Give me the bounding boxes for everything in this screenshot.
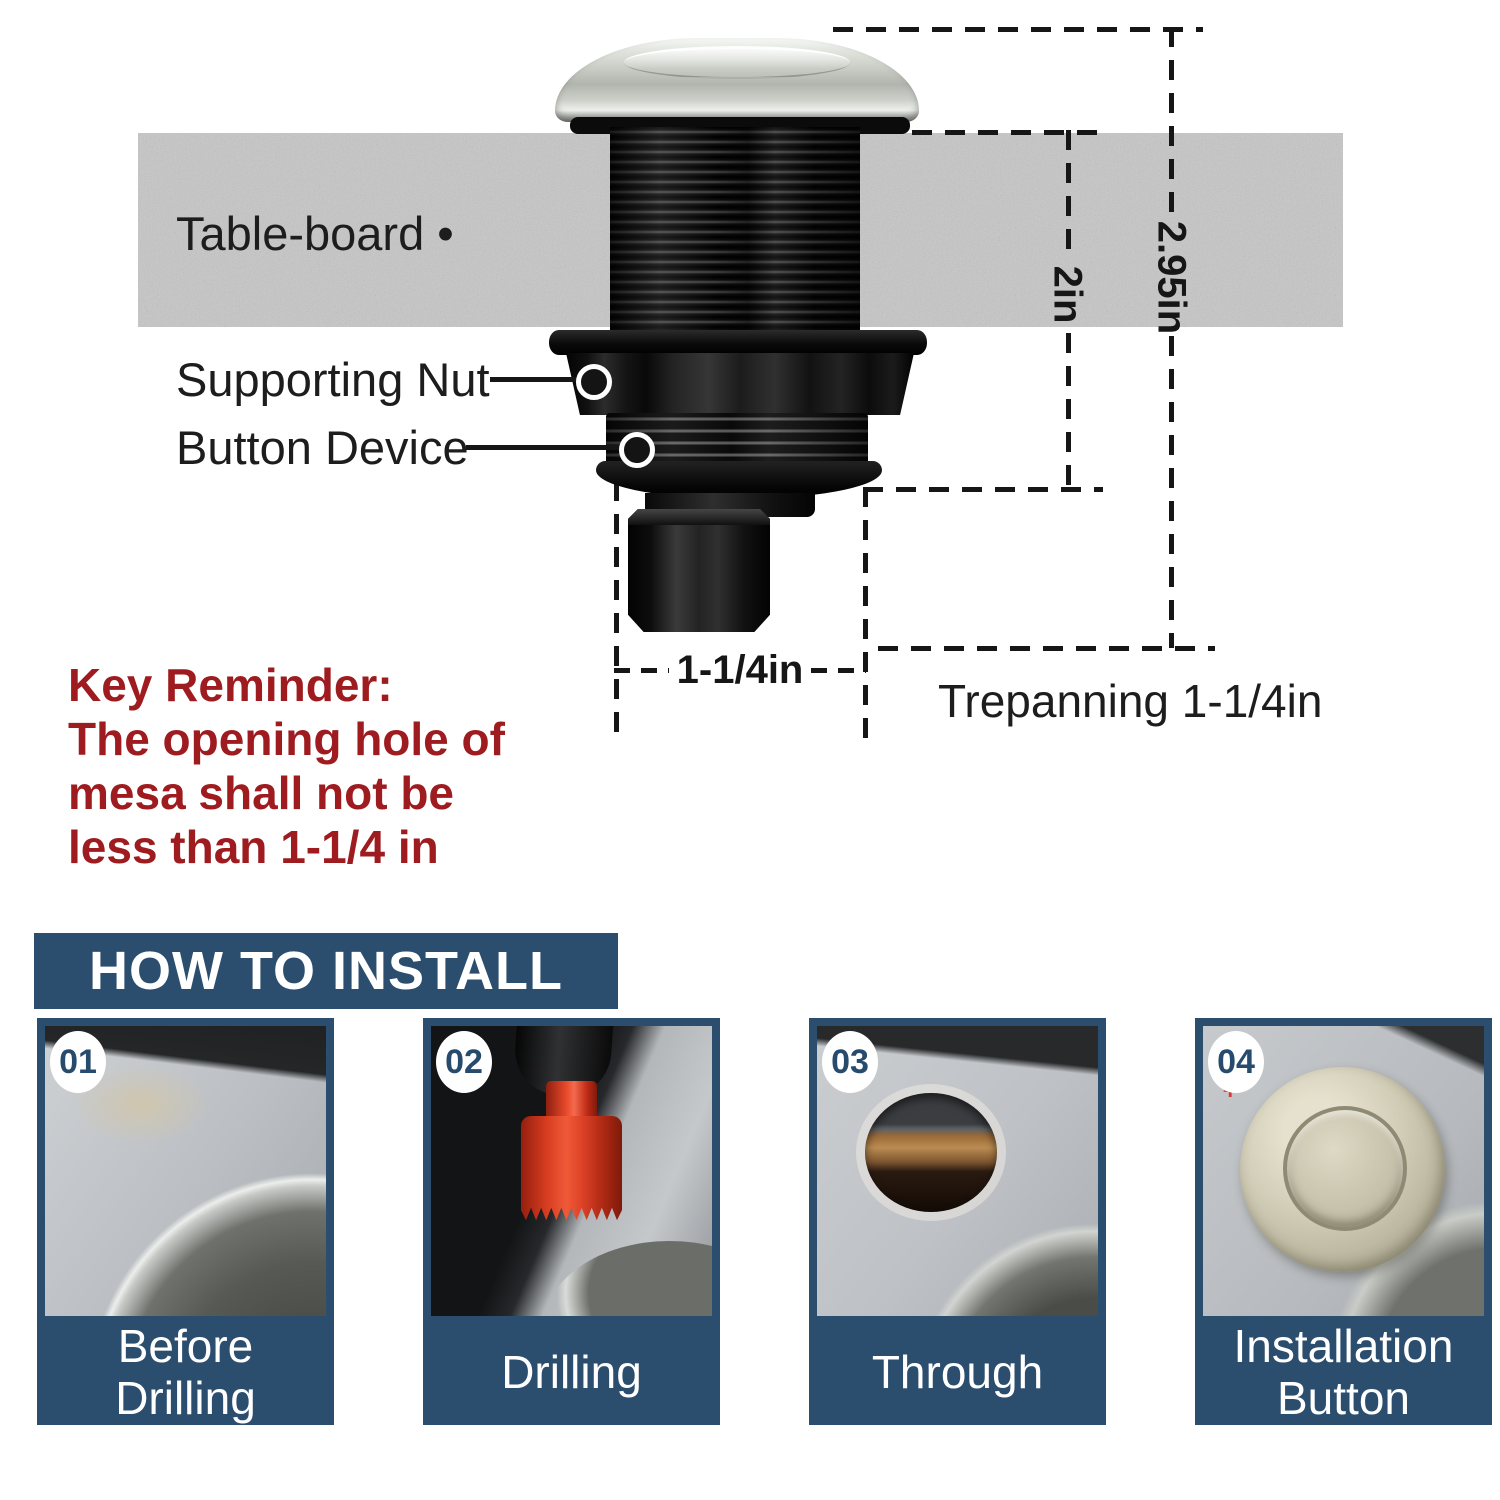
dim-line-295-upper <box>1169 27 1174 217</box>
step-number-badge: 01 <box>50 1031 106 1093</box>
sink-basin-graphic <box>543 1240 712 1316</box>
trepanning-label: Trepanning 1-1/4in <box>938 675 1323 727</box>
dim-line-left-vertical <box>614 481 619 745</box>
step-caption: Installation Button <box>1233 1320 1454 1424</box>
holesaw-cup-graphic <box>520 1115 623 1221</box>
dim-dash-right <box>811 668 866 673</box>
step-photo-before-drilling: 01 <box>45 1026 326 1316</box>
step-number-badge: 02 <box>436 1031 492 1093</box>
supporting-nut-label: Supporting Nut <box>176 353 490 406</box>
nut-flange <box>549 330 927 355</box>
dim-line-295-lower <box>1169 336 1174 648</box>
dim-label-2in: 2in <box>1045 265 1090 324</box>
table-board-label: Table-board • <box>176 207 454 260</box>
installed-button-top <box>1282 1105 1408 1232</box>
installed-button-flange <box>1239 1066 1445 1273</box>
step-card-1: 01 Before Drilling <box>37 1018 334 1425</box>
step-caption: Before Drilling <box>115 1320 256 1424</box>
dim-line-board-top <box>912 130 1103 135</box>
dim-line-right-vertical <box>863 487 868 745</box>
step-photo-through: 03 <box>817 1026 1098 1316</box>
dim-dash-left <box>614 668 669 673</box>
key-reminder-line: The opening hole of <box>68 713 505 765</box>
key-reminder: Key Reminder: The opening hole of mesa s… <box>68 658 505 874</box>
step-number-badge: 03 <box>822 1031 878 1093</box>
step-caption: Drilling <box>501 1346 642 1398</box>
step-photo-installation-button: + 04 <box>1203 1026 1484 1316</box>
step-number: 04 <box>1217 1042 1255 1081</box>
dim-line-2in-upper <box>1066 130 1071 252</box>
banner-title: HOW TO INSTALL <box>89 941 563 1001</box>
step-number: 02 <box>445 1042 483 1081</box>
cap-highlight <box>624 45 850 80</box>
key-reminder-line: less than 1-1/4 in <box>68 821 439 873</box>
button-device-leader-line <box>466 445 621 450</box>
step-caption: Through <box>871 1346 1044 1398</box>
step-card-2: 02 Drilling <box>423 1018 720 1425</box>
dim-line-thread-bottom <box>863 487 1103 492</box>
supporting-nut-graphic <box>566 353 914 415</box>
width-dimension: 1-1/4in <box>614 648 866 693</box>
button-device-label: Button Device <box>176 421 469 474</box>
drilled-hole-graphic <box>864 1092 997 1212</box>
dim-label-2-95in: 2.95in <box>1149 220 1194 335</box>
key-reminder-line: Key Reminder: <box>68 659 393 711</box>
supporting-nut-marker <box>576 364 612 400</box>
step-card-3: 03 Through <box>809 1018 1106 1425</box>
upper-thread-body <box>610 127 860 334</box>
dim-line-cap-top <box>833 27 1203 32</box>
step-photo-drilling: 02 <box>431 1026 712 1316</box>
install-steps: 01 Before Drilling 02 Drilling 03 <box>37 1018 1492 1425</box>
hex-nut-bevel <box>628 509 770 525</box>
hex-nut <box>628 509 770 632</box>
button-device-marker <box>619 432 655 468</box>
chrome-button-cap <box>555 38 919 122</box>
step-card-4: + 04 Installation Button <box>1195 1018 1492 1425</box>
step-number: 01 <box>59 1042 97 1081</box>
dim-line-2in-lower <box>1066 333 1071 489</box>
step-number-badge: 04 <box>1208 1031 1264 1093</box>
step-number: 03 <box>831 1042 869 1081</box>
supporting-nut-leader-line <box>490 377 582 382</box>
key-reminder-line: mesa shall not be <box>68 767 455 819</box>
dim-line-trepanning <box>878 646 1215 651</box>
how-to-install-banner: HOW TO INSTALL <box>34 933 618 1009</box>
dim-label-width: 1-1/4in <box>676 648 804 692</box>
